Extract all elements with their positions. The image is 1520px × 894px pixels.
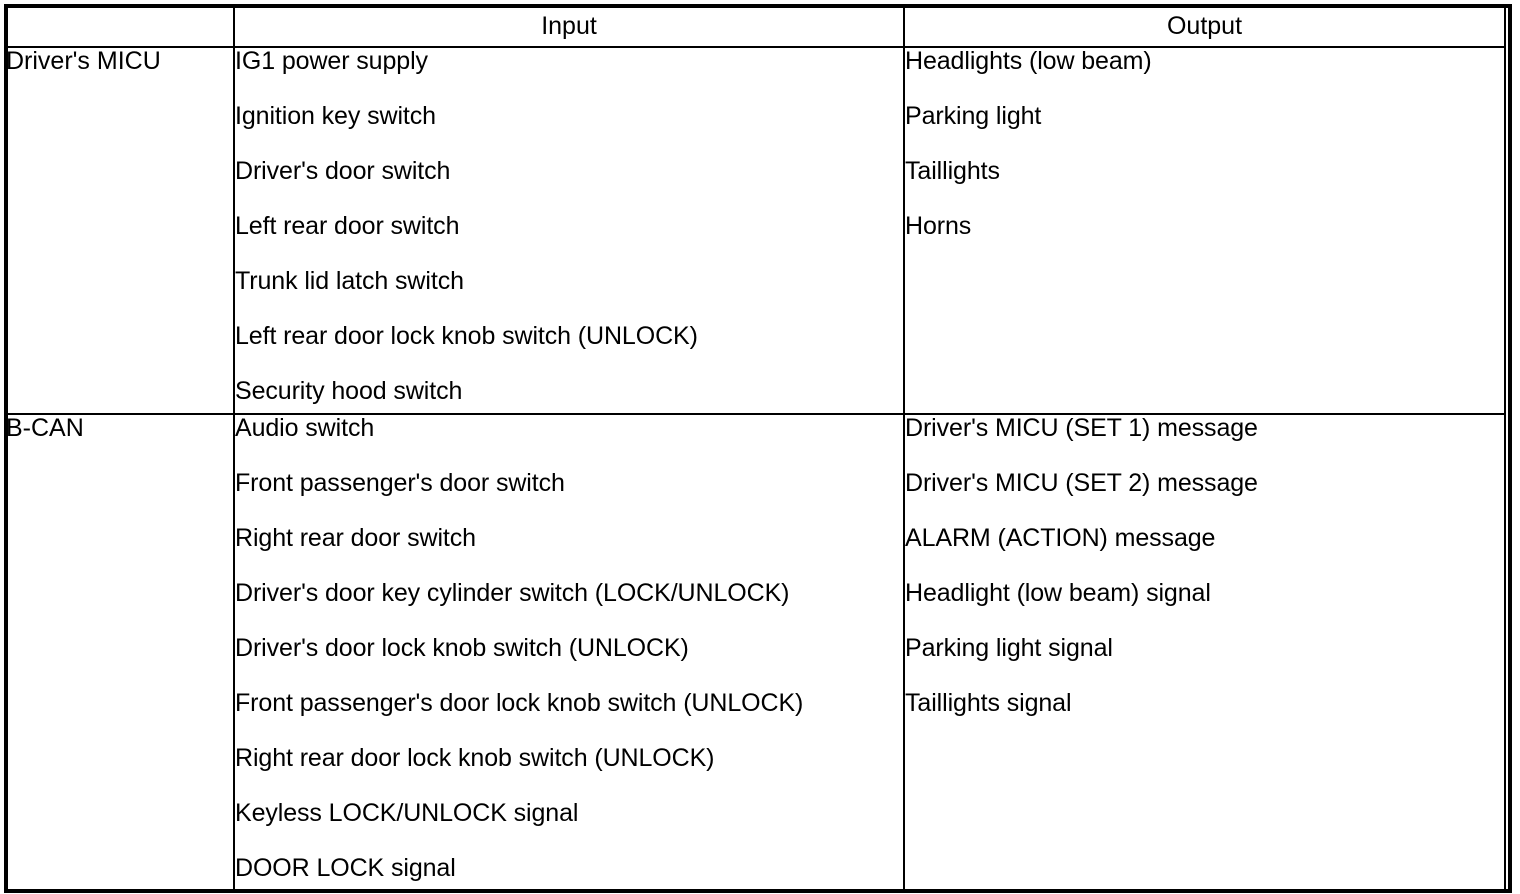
list-item: Driver's MICU (SET 2) message xyxy=(905,469,1258,497)
list-item: DOOR LOCK signal xyxy=(235,854,456,882)
list-item: Driver's door key cylinder switch (LOCK/… xyxy=(235,579,790,607)
list-item: Headlight (low beam) signal xyxy=(905,579,1211,607)
list-item: Horns xyxy=(905,212,972,240)
list-item: Front passenger's door lock knob switch … xyxy=(235,689,804,717)
output-list-b-can: Driver's MICU (SET 1) message Driver's M… xyxy=(905,415,1504,717)
system-label-drivers-micu: Driver's MICU xyxy=(4,46,235,415)
header-cell-output: Output xyxy=(903,4,1506,48)
table-header-row: Input Output xyxy=(4,4,1506,48)
output-list-drivers-micu: Headlights (low beam) Parking light Tail… xyxy=(905,48,1504,240)
header-cell-input: Input xyxy=(233,4,905,48)
list-item: IG1 power supply xyxy=(235,47,428,75)
input-list-b-can: Audio switch Front passenger's door swit… xyxy=(235,415,903,882)
list-item: Driver's MICU (SET 1) message xyxy=(905,414,1258,442)
list-item: Parking light signal xyxy=(905,634,1113,662)
input-list-drivers-micu: IG1 power supply Ignition key switch Dri… xyxy=(235,48,903,405)
system-label-b-can: B-CAN xyxy=(4,413,235,893)
list-item: Keyless LOCK/UNLOCK signal xyxy=(235,799,579,827)
list-item: Right rear door lock knob switch (UNLOCK… xyxy=(235,744,715,772)
list-item: Left rear door lock knob switch (UNLOCK) xyxy=(235,322,698,350)
list-item: Ignition key switch xyxy=(235,102,436,130)
list-item: Right rear door switch xyxy=(235,524,476,552)
list-item: Taillights xyxy=(905,157,1000,185)
list-item: Security hood switch xyxy=(235,377,463,405)
input-cell-drivers-micu: IG1 power supply Ignition key switch Dri… xyxy=(233,46,905,415)
list-item: Parking light xyxy=(905,102,1042,130)
list-item: Left rear door switch xyxy=(235,212,460,240)
list-item: Trunk lid latch switch xyxy=(235,267,464,295)
output-cell-b-can: Driver's MICU (SET 1) message Driver's M… xyxy=(903,413,1506,893)
list-item: Taillights signal xyxy=(905,689,1072,717)
list-item: Front passenger's door switch xyxy=(235,469,565,497)
table-row-drivers-micu: Driver's MICU IG1 power supply Ignition … xyxy=(4,46,1506,415)
output-cell-drivers-micu: Headlights (low beam) Parking light Tail… xyxy=(903,46,1506,415)
list-item: Audio switch xyxy=(235,414,375,442)
list-item: ALARM (ACTION) message xyxy=(905,524,1216,552)
input-output-table: Input Output Driver's MICU IG1 power sup… xyxy=(4,4,1506,893)
input-cell-b-can: Audio switch Front passenger's door swit… xyxy=(233,413,905,893)
list-item: Driver's door switch xyxy=(235,157,451,185)
list-item: Driver's door lock knob switch (UNLOCK) xyxy=(235,634,689,662)
table-row-b-can: B-CAN Audio switch Front passenger's doo… xyxy=(4,413,1506,893)
list-item: Headlights (low beam) xyxy=(905,47,1152,75)
header-cell-system xyxy=(4,4,235,48)
